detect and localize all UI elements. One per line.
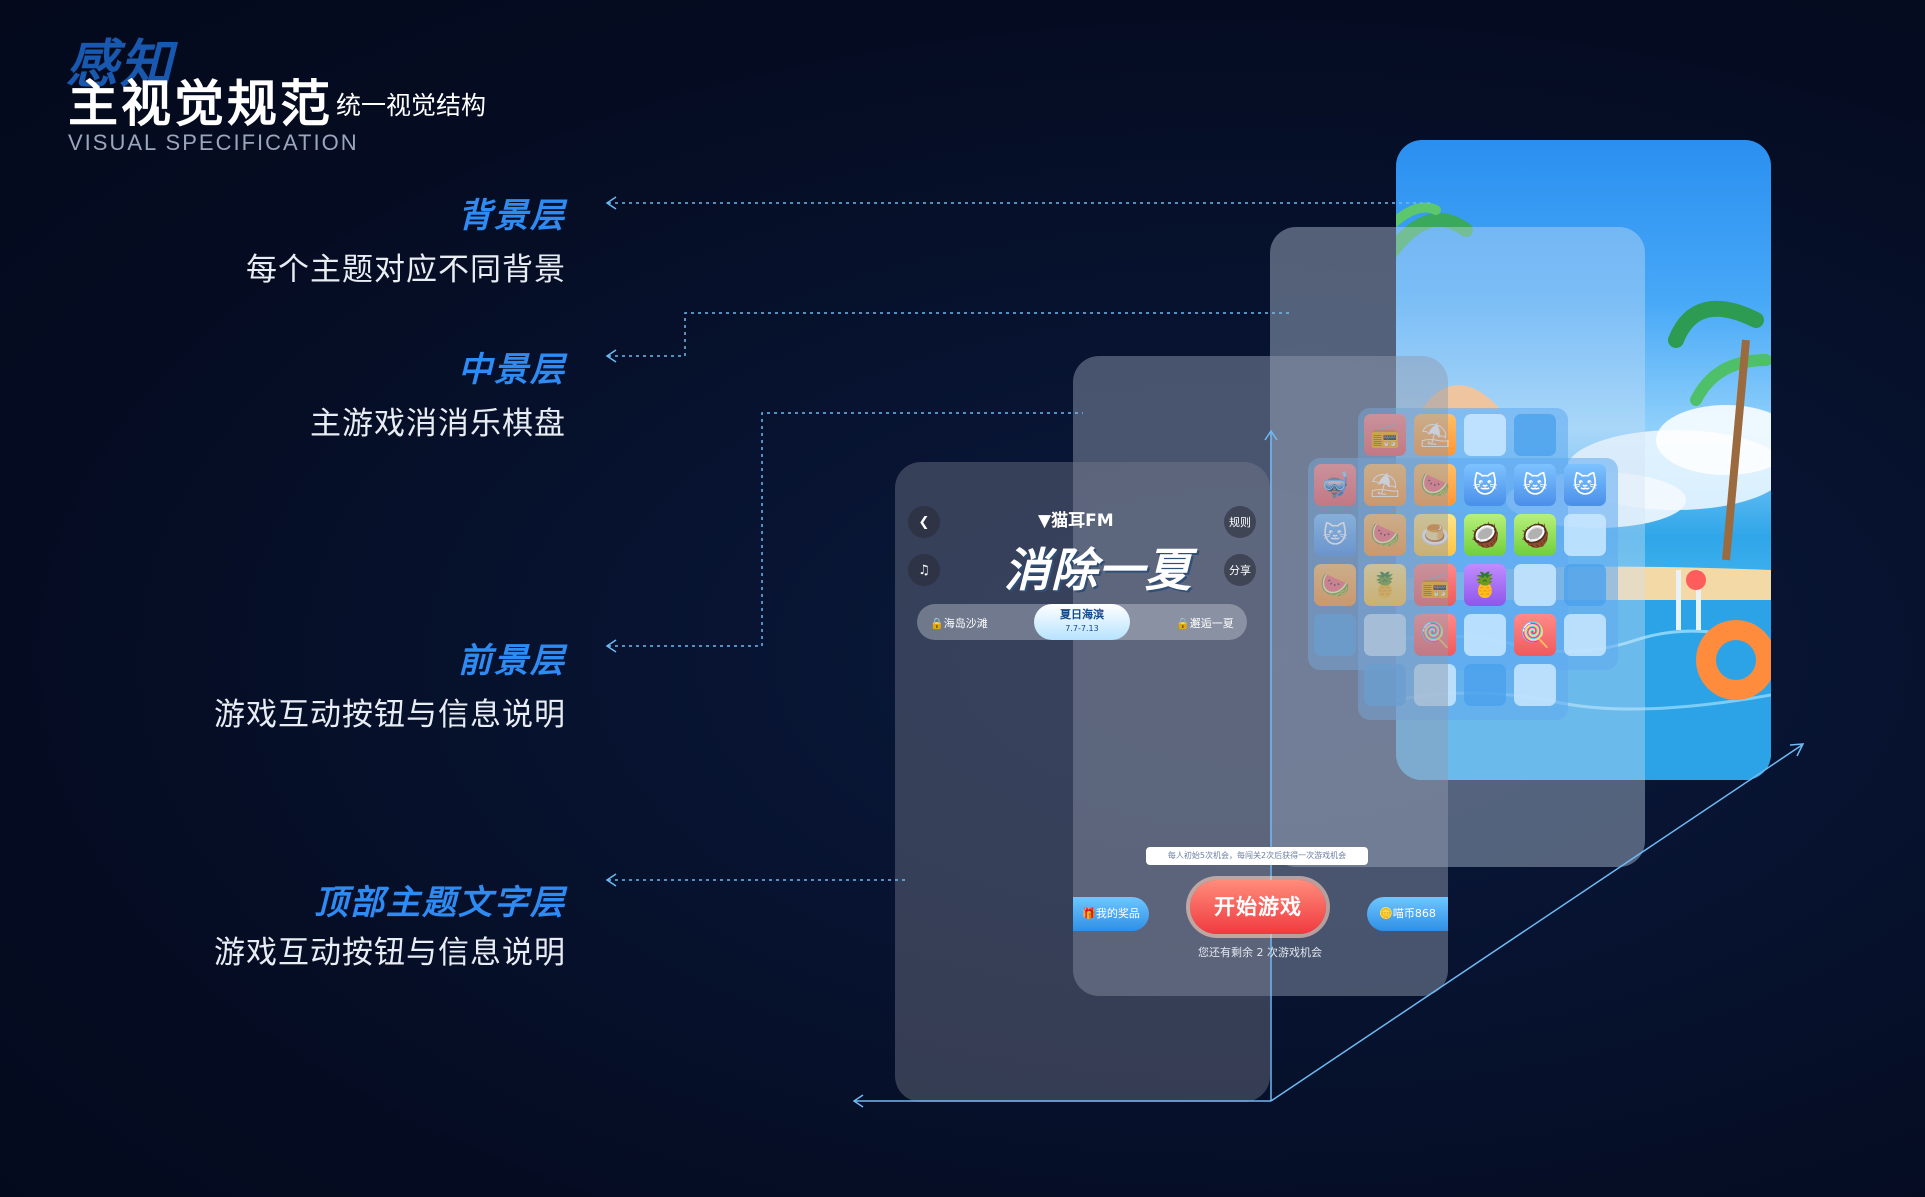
tab-left-label: 海岛沙滩 [943, 617, 988, 630]
rules-button[interactable]: 规则 [1224, 506, 1256, 538]
empty-tile [1464, 614, 1506, 656]
cat-icon[interactable]: 🐱 [1314, 514, 1356, 556]
remaining-chances-text: 您还有剩余 2 次游戏机会 [1198, 946, 1322, 959]
page-title: 主视觉规范 [68, 75, 333, 133]
popsicle-icon[interactable]: 🍭 [1514, 614, 1556, 656]
snorkel-mask-icon[interactable]: 🤿 [1314, 464, 1356, 506]
layer-name-top-text: 顶部主题文字层 [314, 883, 566, 923]
radio-icon[interactable]: 📻 [1364, 414, 1406, 456]
radio-icon[interactable]: 📻 [1414, 564, 1456, 606]
empty-tile [1314, 614, 1356, 656]
empty-tile [1564, 514, 1606, 556]
page-subtitle: 统一视觉结构 [336, 91, 487, 120]
tab-center-date: 7.7-7.13 [1065, 624, 1099, 633]
layer-name-foreground: 前景层 [458, 641, 566, 681]
pudding-icon[interactable]: 🍮 [1414, 514, 1456, 556]
cat-ear-logo-icon: ▼ [1038, 511, 1052, 531]
layer-desc-foreground: 游戏互动按钮与信息说明 [214, 697, 566, 733]
brand-name: 猫耳FM [1051, 511, 1114, 531]
coconut-icon[interactable]: 🥥 [1464, 514, 1506, 556]
share-button[interactable]: 分享 [1224, 554, 1256, 586]
coins-button[interactable]: 🪙喵币868 [1367, 897, 1448, 931]
cat-icon[interactable]: 🐱 [1514, 464, 1556, 506]
rules-tooltip: 每人初始5次机会，每闯关2次后获得一次游戏机会 [1146, 847, 1368, 865]
cat-icon[interactable]: 🐱 [1564, 464, 1606, 506]
coin-icon: 🪙 [1379, 907, 1393, 920]
match-game-board: 📻 ⛱ 🤿 ⛱ 🍉 🐱 🐱 🐱 🐱 🍉 🍮 🥥 🥥 🍉 🍍 📻 🍍 🍭 🍭 [1308, 408, 1618, 720]
umbrella-icon[interactable]: ⛱ [1364, 464, 1406, 506]
game-title: 消除一夏 [1004, 543, 1192, 597]
music-note-icon: ♫ [918, 562, 930, 578]
my-prizes-button[interactable]: 🎁我的奖品 [1073, 897, 1149, 931]
top-text-layer-card [895, 462, 1270, 1102]
empty-tile [1564, 564, 1606, 606]
watermelon-icon[interactable]: 🍉 [1414, 464, 1456, 506]
chevron-left-icon: ❮ [918, 514, 930, 530]
empty-tile [1514, 564, 1556, 606]
kicker-text: 感知 [66, 35, 175, 95]
page-title-en: VISUAL SPECIFICATION [68, 130, 359, 155]
lock-icon: 🔒 [1176, 617, 1190, 630]
tab-right-label: 邂逅一夏 [1189, 617, 1234, 630]
popsicle-icon[interactable]: 🍭 [1414, 614, 1456, 656]
layer-desc-midground: 主游戏消消乐棋盘 [310, 406, 566, 442]
tab-left[interactable]: 🔒海岛沙滩 [930, 615, 988, 631]
gift-icon: 🎁 [1082, 907, 1096, 920]
umbrella-icon[interactable]: ⛱ [1414, 414, 1456, 456]
coconut-icon[interactable]: 🥥 [1514, 514, 1556, 556]
coins-label: 喵币868 [1392, 907, 1436, 920]
watermelon-icon[interactable]: 🍉 [1364, 514, 1406, 556]
pineapple-icon[interactable]: 🍍 [1364, 564, 1406, 606]
empty-tile [1514, 414, 1556, 456]
layer-desc-top-text: 游戏互动按钮与信息说明 [214, 935, 566, 971]
my-prizes-label: 我的奖品 [1095, 907, 1140, 920]
cat-icon[interactable]: 🐱 [1464, 464, 1506, 506]
empty-tile [1464, 664, 1506, 706]
empty-tile [1364, 664, 1406, 706]
empty-tile [1564, 614, 1606, 656]
layer-name-background: 背景层 [458, 196, 566, 236]
layer-desc-background: 每个主题对应不同背景 [246, 252, 566, 288]
back-button[interactable]: ❮ [908, 506, 940, 538]
start-game-button[interactable]: 开始游戏 [1190, 880, 1326, 934]
watermelon-icon[interactable]: 🍉 [1314, 564, 1356, 606]
tab-center-active[interactable]: 夏日海滨 7.7-7.13 [1034, 604, 1130, 640]
tab-right[interactable]: 🔒邂逅一夏 [1176, 615, 1234, 631]
layer-name-midground: 中景层 [458, 350, 566, 390]
tab-center-label: 夏日海滨 [1060, 608, 1104, 621]
empty-tile [1464, 414, 1506, 456]
pineapple-icon[interactable]: 🍍 [1464, 564, 1506, 606]
empty-tile [1414, 664, 1456, 706]
lock-icon: 🔒 [930, 617, 944, 630]
brand-logo: ▼猫耳FM [1038, 506, 1114, 531]
music-button[interactable]: ♫ [908, 554, 940, 586]
empty-tile [1514, 664, 1556, 706]
empty-tile [1364, 614, 1406, 656]
